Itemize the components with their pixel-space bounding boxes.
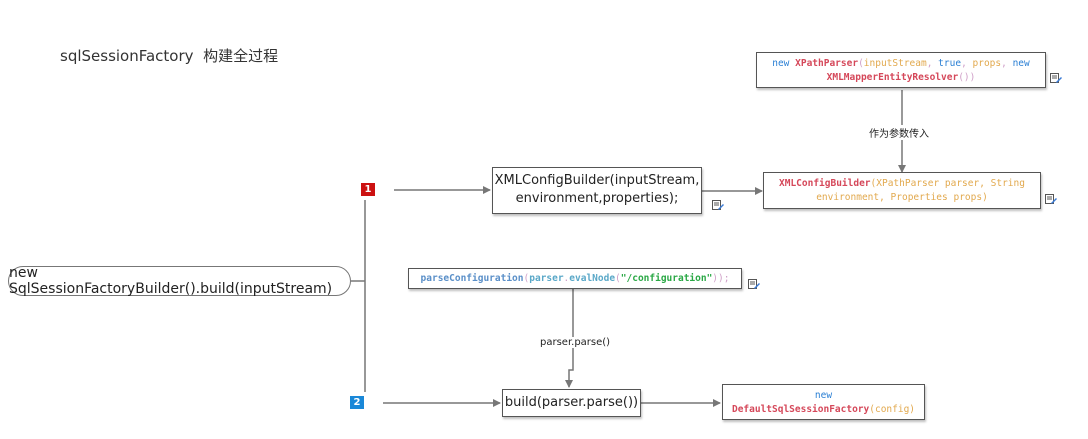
note-edit-icon[interactable] — [748, 278, 760, 290]
step-badge-1: 1 — [361, 183, 375, 196]
edge-parseconfig-to-build — [565, 289, 574, 388]
string-configuration: "/configuration" — [620, 273, 713, 284]
punc-close: )); — [712, 273, 730, 284]
arg-config: (config) — [869, 404, 916, 415]
arg-inputstream: inputStream — [863, 58, 927, 69]
xmlconfigbuilder-call-line1: XMLConfigBuilder(inputStream, — [494, 173, 700, 188]
xmlconfigbuilder-call-node[interactable]: XMLConfigBuilder(inputStream, environmen… — [492, 167, 702, 214]
punc-comma: , — [926, 58, 939, 69]
class-defaultsqlsessionfactory: DefaultSqlSessionFactory — [731, 404, 870, 415]
xmlconfigbuilder-constructor-node[interactable]: XMLConfigBuilder(XPathParser parser, Str… — [763, 172, 1041, 209]
punc-comma: , — [1001, 58, 1013, 69]
class-xmlmapperentityresolver: XMLMapperEntityResolver — [826, 72, 959, 83]
note-edit-icon[interactable] — [1045, 193, 1057, 205]
punc-open: ( — [615, 273, 621, 284]
note-edit-icon[interactable] — [712, 199, 724, 211]
root-node-label: new SqlSessionFactoryBuilder().build(inp… — [9, 265, 333, 297]
keyword-new: new — [1012, 58, 1030, 69]
defaultsqlsessionfactory-node[interactable]: new DefaultSqlSessionFactory(config) — [722, 384, 925, 420]
method-evalnode: evalNode — [569, 273, 616, 284]
note-edit-icon[interactable] — [1050, 72, 1062, 84]
punc-comma: , — [961, 58, 973, 69]
punc-close: ()) — [958, 72, 976, 83]
build-node[interactable]: build(parser.parse()) — [502, 389, 641, 417]
keyword-true: true — [938, 58, 962, 69]
xmlconfigbuilder-call-line2: environment,properties); — [515, 191, 679, 206]
keyword-new: new — [814, 390, 833, 401]
class-xmlconfigbuilder: XMLConfigBuilder — [779, 178, 871, 189]
punc-dot: . — [563, 273, 570, 284]
xpathparser-node[interactable]: new XPathParser(inputStream, true, props… — [756, 52, 1046, 88]
root-node-sqlsessionfactorybuilder[interactable]: new SqlSessionFactoryBuilder().build(inp… — [8, 265, 351, 297]
punc-open: ( — [523, 273, 530, 284]
build-call-label: build(parser.parse()) — [504, 395, 639, 410]
signature-part2: environment, Properties props) — [816, 192, 988, 203]
keyword-new: new — [772, 58, 790, 69]
step-badge-2: 2 — [350, 396, 364, 409]
obj-parser: parser — [529, 273, 564, 284]
class-xpathparser: XPathParser — [795, 58, 859, 69]
page-title: sqlSessionFactory 构建全过程 — [60, 47, 279, 65]
arg-props: props — [972, 58, 1002, 69]
edge-label-pass-param: 作为参数传入 — [867, 125, 931, 140]
parseconfiguration-node[interactable]: parseConfiguration(parser.evalNode("/con… — [408, 268, 742, 289]
signature-part1: (XPathParser parser, String — [870, 178, 1025, 189]
step-badge-2-label: 2 — [353, 397, 361, 408]
edge-label-parser-parse: parser.parse() — [538, 337, 613, 348]
method-parseconfiguration: parseConfiguration — [420, 273, 524, 284]
punc-open: ( — [858, 58, 864, 69]
step-badge-1-label: 1 — [364, 184, 372, 195]
